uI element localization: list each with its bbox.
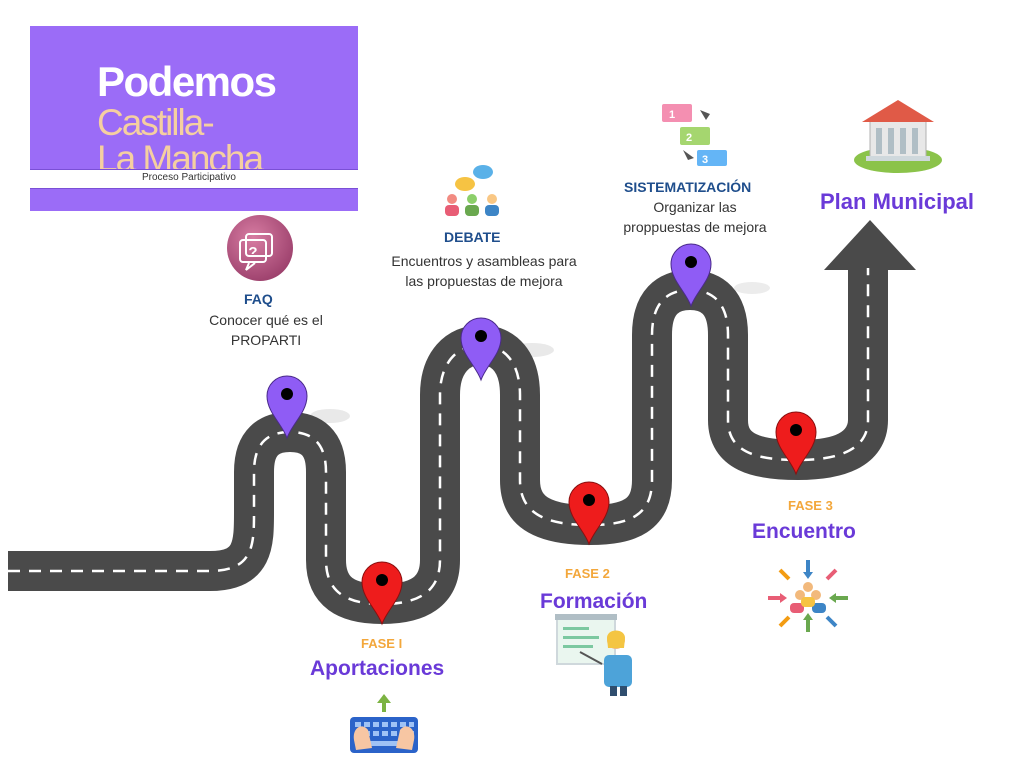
fase-2-label: FASE 2 (565, 566, 610, 581)
teacher-icon (555, 614, 632, 696)
debate-desc-line-1: Encuentros y asambleas para (391, 253, 577, 269)
debate-description: Encuentros y asambleas para las propuest… (369, 251, 599, 291)
debate-icon (445, 165, 499, 216)
faq-desc-line-1: Conocer qué es el (209, 312, 323, 328)
list-number-3: 3 (702, 154, 708, 166)
fase-2-name: Formación (540, 590, 648, 613)
list-number-2: 2 (686, 132, 692, 144)
faq-desc-line-2: PROPARTI (230, 332, 302, 348)
fase-1-name: Aportaciones (310, 657, 445, 680)
road-dashes (8, 268, 870, 606)
pin-faq (266, 375, 308, 440)
numbered-list-icon: 1 2 3 (662, 104, 727, 166)
debate-title: DEBATE (444, 229, 501, 245)
faq-description: Conocer qué es el PROPARTI (186, 310, 346, 350)
fase-3-label: FASE 3 (788, 498, 833, 513)
sistematizacion-desc-line-1: Organizar las (653, 199, 737, 215)
faq-icon: ? (227, 215, 293, 281)
logo-line-2: Castilla- (97, 102, 215, 143)
sistematizacion-description: Organizar las proppuestas de mejora (600, 197, 790, 237)
goal-arrow-head (824, 220, 916, 270)
group-meeting-icon (768, 560, 848, 632)
road (8, 268, 888, 624)
sistematizacion-desc-line-2: proppuestas de mejora (623, 219, 767, 235)
sistematizacion-title: SISTEMATIZACIÓN (624, 179, 752, 195)
podemos-logo: Podemos Castilla- La Mancha Proceso Part… (30, 26, 358, 211)
pin-debate (460, 317, 502, 382)
logo-subtitle: Proceso Participativo (142, 172, 236, 183)
pin-fase-3 (775, 411, 817, 476)
fase-1-label: FASE I (361, 636, 403, 651)
list-number-1: 1 (669, 109, 675, 121)
svg-text:?: ? (248, 244, 257, 261)
faq-title: FAQ (244, 291, 273, 307)
logo-band (30, 169, 358, 189)
keyboard-icon (350, 694, 418, 753)
plan-municipal-label: Plan Municipal (820, 189, 975, 214)
pin-fase-1 (361, 561, 403, 626)
logo-line-1: Podemos (97, 58, 277, 105)
pin-sistematizacion (670, 243, 712, 308)
road-shadow-3 (734, 282, 770, 294)
debate-desc-line-2: las propuestas de mejora (405, 273, 563, 289)
fase-3-name: Encuentro (752, 520, 856, 543)
pin-fase-2 (568, 481, 610, 546)
city-hall-icon (854, 100, 942, 173)
